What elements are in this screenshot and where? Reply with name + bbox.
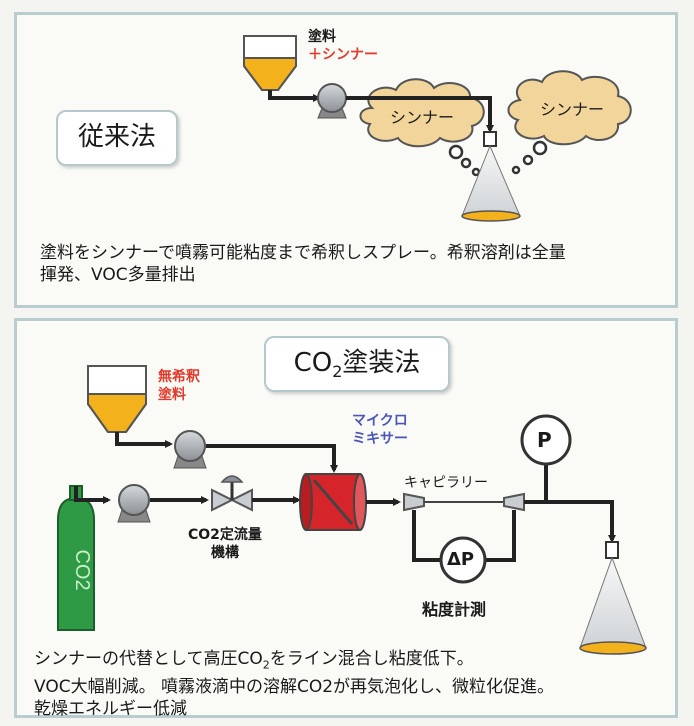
co2-method-label: CO2塗装法	[264, 336, 450, 392]
pressure-gauge	[520, 414, 572, 466]
co2-method-description: シンナーの代替として高圧CO2をライン混合し粘度低下。 VOC大幅削減。 噴霧液…	[34, 649, 555, 720]
co2-cylinder: CO2	[57, 485, 95, 631]
spray-cone-top	[461, 131, 521, 222]
vapor-bubbles-1	[448, 144, 481, 177]
vapor-bubbles-2	[511, 140, 548, 175]
co2-flow-valve	[211, 475, 253, 512]
micro-mixer	[299, 473, 367, 531]
capillary-outlet	[503, 492, 525, 512]
conventional-method-label: 従来法	[56, 110, 178, 166]
pump-top	[317, 83, 347, 119]
thinner-cloud-1-label: シンナー	[390, 108, 455, 127]
paint-label-top: 塗料 ＋シンナー	[308, 29, 378, 63]
thinner-cloud-2	[507, 70, 632, 146]
micro-mixer-label: マイクロ ミキサー	[352, 413, 408, 447]
capillary-label: キャピラリー	[404, 475, 488, 491]
thinner-cloud-2-label: シンナー	[540, 100, 605, 119]
pump-co2	[117, 484, 151, 523]
delta-p-gauge	[439, 536, 487, 584]
capillary-inlet	[403, 492, 425, 512]
delta-p-label: ΔP	[447, 549, 475, 570]
co2-flow-label: CO2定流量 機構	[188, 527, 262, 561]
undiluted-paint-label: 無希釈 塗料	[158, 369, 200, 403]
svg-text:CO2: CO2	[71, 549, 93, 590]
spray-cone-bottom	[579, 541, 647, 655]
paint-hopper-top	[243, 35, 297, 91]
pump-paint	[173, 430, 207, 469]
pressure-gauge-label: P	[537, 428, 552, 452]
paint-hopper-bottom	[87, 365, 147, 433]
conventional-description: 塗料をシンナーで噴霧可能粘度まで希釈しスプレー。希釈溶剤は全量 揮発、VOC多量…	[40, 243, 566, 285]
viscosity-measurement-label: 粘度計測	[422, 600, 487, 619]
